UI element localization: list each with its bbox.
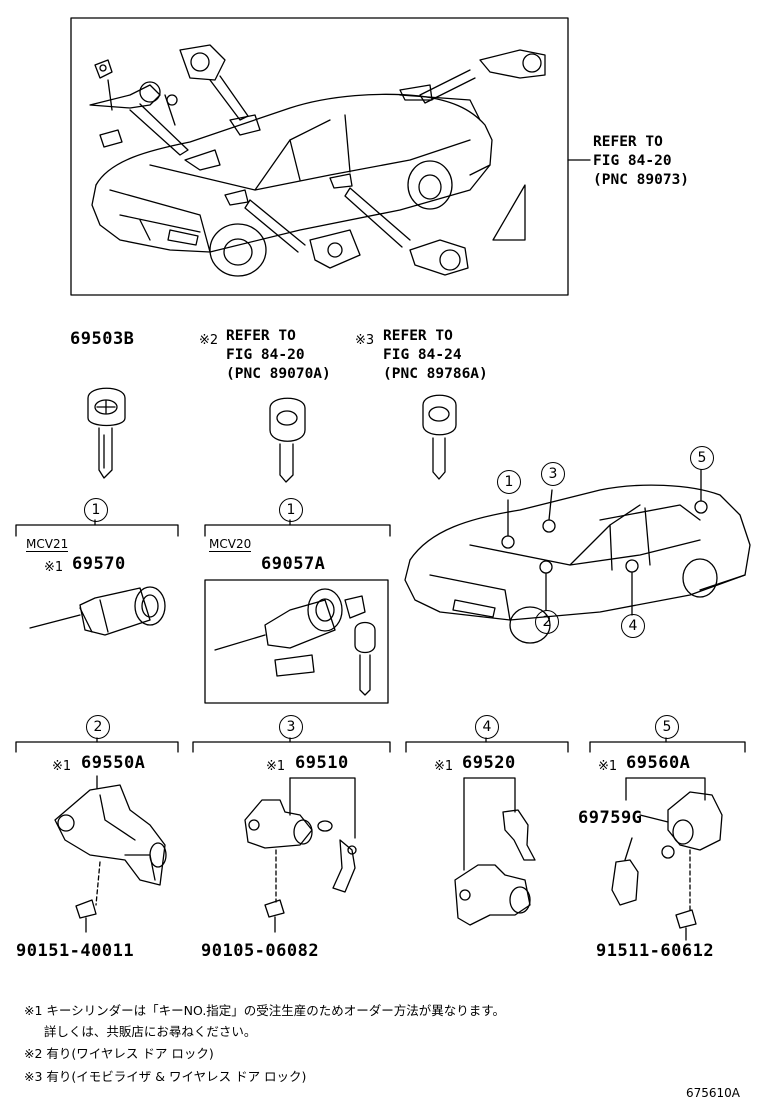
callout-2: 2 — [86, 715, 110, 739]
lock-69520-drawing — [454, 777, 536, 926]
section-brackets — [15, 519, 746, 753]
mcv21-label: MCV21 — [26, 537, 69, 552]
cylinder-69570-drawing — [29, 586, 166, 636]
car-callout-4: 4 — [621, 614, 645, 638]
part-number-69560A: 69560A — [626, 753, 691, 773]
callout-1-left: 1 — [84, 498, 108, 522]
footnote-3: ※3 有り(イモビライザ & ワイヤレス ドア ロック) — [24, 1069, 307, 1084]
g2-mark: ※1 — [52, 755, 71, 774]
part-number-91511-60612: 91511-60612 — [596, 941, 715, 961]
footnote-2: ※2 有り(ワイヤレス ドア ロック) — [24, 1046, 214, 1061]
note-mark-2: ※2 — [199, 333, 219, 348]
car-callout-3: 3 — [541, 462, 565, 486]
part-number-90105-06082: 90105-06082 — [201, 941, 320, 961]
part-number-69510: 69510 — [295, 753, 349, 773]
mcv20-set-frame — [204, 579, 389, 704]
note-mark-1-69560A: ※1 — [598, 759, 618, 774]
key-89786A-drawing — [422, 394, 457, 480]
right-car-illustration — [404, 484, 751, 644]
key-89070A-drawing — [269, 397, 306, 483]
note-mark-1-69520: ※1 — [434, 759, 454, 774]
mcv21-mark: ※1 — [44, 556, 63, 575]
refer-text-key3: REFER TO FIG 84-24 (PNC 89786A) — [383, 328, 488, 382]
car-callout-5: 5 — [690, 446, 714, 470]
figure-id: 675610A — [686, 1086, 741, 1100]
key-69503B-drawing — [87, 387, 126, 479]
part-number-90151-40011: 90151-40011 — [16, 941, 135, 961]
top-pointer-arrows — [129, 69, 476, 253]
note-mark-1-69570: ※1 — [44, 560, 64, 575]
note-mark-3: ※3 — [355, 333, 375, 348]
lock-69550A-drawing — [54, 775, 167, 933]
mcv20-label: MCV20 — [209, 537, 252, 552]
top-car-illustration — [89, 44, 546, 277]
part-number-69503B: 69503B — [70, 329, 135, 349]
ignition-set-69057A-drawing — [214, 588, 376, 696]
callout-1-right: 1 — [279, 498, 303, 522]
top-frame — [70, 17, 569, 296]
part-number-69550A: 69550A — [81, 753, 146, 773]
car-callout-1: 1 — [497, 470, 521, 494]
lock-69510-drawing — [244, 777, 357, 933]
part-number-69057A: 69057A — [261, 554, 326, 574]
refer-note-key3: ※3 — [355, 329, 374, 348]
refer-text-key2: REFER TO FIG 84-20 (PNC 89070A) — [226, 328, 331, 382]
refer-note-key2: ※2 — [199, 329, 218, 348]
part-number-69759G: 69759G — [578, 808, 643, 828]
g4-mark: ※1 — [434, 755, 453, 774]
car-hotspots — [501, 469, 708, 616]
part-number-69570: 69570 — [72, 554, 126, 574]
car-callout-2: 2 — [535, 610, 559, 634]
lock-69560A-drawing — [611, 777, 723, 941]
note-mark-1-69550A: ※1 — [52, 759, 72, 774]
callout-5: 5 — [655, 715, 679, 739]
part-number-69520: 69520 — [462, 753, 516, 773]
g3-mark: ※1 — [266, 755, 285, 774]
footnote-1: ※1 キーシリンダーは「キーNO.指定」の受注生産のためオーダー方法が異なります… — [24, 1003, 506, 1039]
g5-mark: ※1 — [598, 755, 617, 774]
refer-note-top: REFER TO FIG 84-20 (PNC 89073) — [593, 134, 690, 188]
callout-3: 3 — [279, 715, 303, 739]
note-mark-1-69510: ※1 — [266, 759, 286, 774]
callout-4: 4 — [475, 715, 499, 739]
